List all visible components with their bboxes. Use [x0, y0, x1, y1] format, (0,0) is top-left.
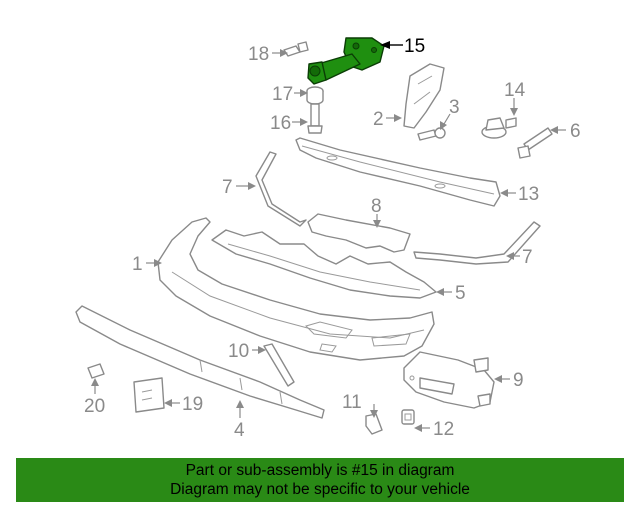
callout-11[interactable]: 11: [342, 392, 362, 413]
part-1-bumper-cover[interactable]: [157, 217, 435, 361]
callout-9[interactable]: 9: [513, 370, 524, 391]
part-9-bezel[interactable]: [403, 351, 495, 409]
callout-20[interactable]: 20: [84, 396, 105, 417]
callout-1[interactable]: 1: [132, 254, 143, 275]
callout-6[interactable]: 6: [570, 121, 581, 142]
callout-2[interactable]: 2: [373, 109, 384, 130]
part-13-absorber[interactable]: [295, 137, 501, 207]
callout-7-left[interactable]: 7: [222, 177, 233, 198]
part-12-fastener[interactable]: [401, 409, 415, 425]
banner-line-1: Part or sub-assembly is #15 in diagram: [185, 462, 455, 479]
callout-14[interactable]: 14: [504, 80, 526, 101]
part-5-reinforcement[interactable]: [211, 229, 437, 299]
callout-3[interactable]: 3: [449, 97, 460, 118]
callout-10[interactable]: 10: [228, 341, 249, 362]
callout-labels: 15 18 17 16 2 3 14 6 13 7 8 7 1 5 10 9 2…: [84, 36, 581, 441]
part-16-bolt[interactable]: [307, 103, 323, 134]
part-3-screw[interactable]: [417, 127, 446, 141]
callout-7-right[interactable]: 7: [522, 247, 533, 268]
part-8-plate[interactable]: [307, 213, 411, 253]
part-18-bolt[interactable]: [283, 41, 309, 57]
leader-lines: [91, 41, 566, 432]
part-14-clip[interactable]: [481, 117, 517, 139]
callout-8[interactable]: 8: [371, 196, 382, 217]
part-4-lower-strip[interactable]: [75, 305, 325, 419]
info-banner: Part or sub-assembly is #15 in diagram D…: [16, 458, 624, 502]
callout-19[interactable]: 19: [182, 394, 203, 415]
callout-5[interactable]: 5: [455, 283, 466, 304]
callout-15[interactable]: 15: [404, 36, 425, 57]
part-7-left-strip[interactable]: [255, 151, 307, 227]
callout-13[interactable]: 13: [518, 184, 539, 205]
part-20-clip[interactable]: [87, 363, 105, 379]
banner-line-2: Diagram may not be specific to your vehi…: [170, 481, 470, 498]
callout-18[interactable]: 18: [248, 44, 269, 65]
callout-12[interactable]: 12: [433, 419, 454, 440]
callout-4[interactable]: 4: [234, 420, 245, 441]
part-6-pin[interactable]: [517, 127, 553, 159]
part-10-bracket[interactable]: [263, 343, 295, 387]
part-15-bracket[interactable]: [307, 37, 385, 85]
part-2-bracket[interactable]: [403, 63, 445, 129]
part-7-right-strip[interactable]: [413, 221, 541, 265]
callout-17[interactable]: 17: [272, 84, 293, 105]
callout-16[interactable]: 16: [270, 113, 291, 134]
part-17-bushing[interactable]: [306, 86, 324, 105]
part-19-plate-bracket[interactable]: [133, 377, 165, 413]
parts-diagram: 15 18 17 16 2 3 14 6 13 7 8 7 1 5 10 9 2…: [75, 36, 581, 441]
